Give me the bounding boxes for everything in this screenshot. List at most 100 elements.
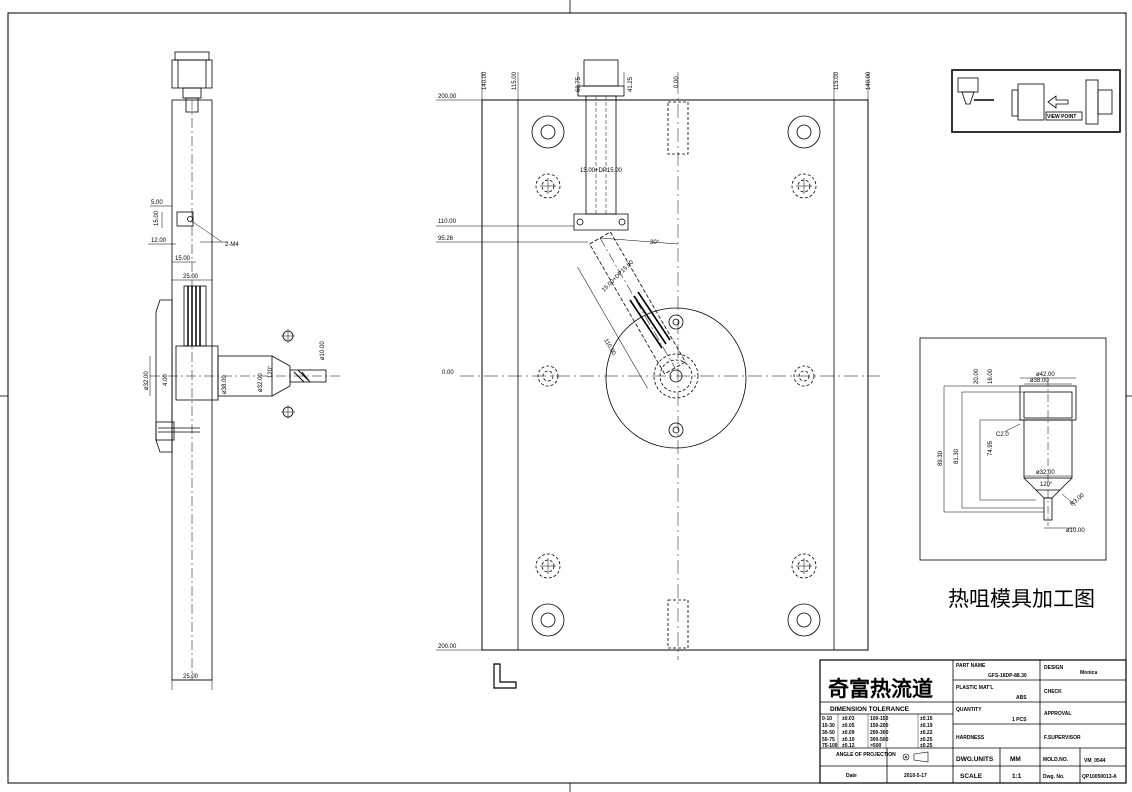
- mold-no-label: MOLD.NO.: [1043, 757, 1069, 763]
- dim-left-95: 95.26: [438, 236, 454, 242]
- date-label: Date: [846, 773, 857, 779]
- svg-text:10-30: 10-30: [822, 723, 835, 729]
- svg-text:100-150: 100-150: [870, 716, 889, 722]
- dimension-tolerance-label: DIMENSION TOLERANCE: [830, 706, 910, 713]
- svg-text:±0.25: ±0.25: [920, 743, 933, 749]
- dim-top-41: 41.25: [628, 76, 634, 92]
- scale-value: 1:1: [1012, 773, 1022, 780]
- svg-text:±0.22: ±0.22: [920, 730, 933, 736]
- detail-h81: 81.30: [954, 448, 960, 464]
- dwg-no-label: Dwg. No.: [1043, 774, 1065, 780]
- dim-angle-30: 30°: [650, 240, 660, 246]
- dim-side-120: 120°: [268, 365, 274, 378]
- detail-view: ø42.00 ø38.00 20.00 16.00 C2.0 74.95 81.…: [919, 337, 1107, 561]
- arrow-left-icon: [1047, 95, 1069, 109]
- dim-pocket-upper: 15.00+DP15.00: [580, 168, 623, 174]
- view-point-label: VIEW POINT: [1047, 114, 1076, 120]
- svg-text:300-500: 300-500: [870, 737, 889, 743]
- dim-side-32: ø32.00: [144, 371, 150, 390]
- heater-plate: [605, 307, 747, 449]
- dim-top-115-right: 115.00: [834, 71, 840, 90]
- dim-left-0: 0.00: [442, 370, 454, 376]
- check-label: CHECK: [1044, 689, 1062, 695]
- dim-top-115-left: 115.00: [512, 71, 518, 90]
- dim-side-25-bot: 25.00: [183, 674, 199, 680]
- svg-text:±0.19: ±0.19: [920, 723, 933, 729]
- svg-text:150-200: 150-200: [870, 723, 889, 729]
- svg-text:±0.10: ±0.10: [842, 737, 855, 743]
- title-block: [819, 659, 1127, 784]
- designer-value: Monica: [1080, 670, 1097, 676]
- dim-side-4: 4.00: [163, 374, 169, 386]
- chinese-title: 热咀模具加工图: [948, 587, 1095, 611]
- projection-symbol-icon: [902, 751, 929, 763]
- company-name: 奇富热流道: [828, 676, 933, 701]
- angle-projection-label: ANGLE OF PROJECTION: [836, 752, 896, 758]
- part-name-value: GFS-16DP-88.30: [988, 673, 1027, 679]
- plastic-value: ABS: [1016, 695, 1027, 701]
- dwg-units-value: MM: [1010, 756, 1021, 763]
- svg-text:>500: >500: [870, 743, 881, 749]
- hardness-label: HARDNESS: [956, 735, 985, 741]
- inner-plate: [517, 99, 835, 651]
- svg-text:±0.15: ±0.15: [920, 716, 933, 722]
- detail-c2: C2.0: [996, 432, 1009, 438]
- svg-text:±0.25: ±0.25: [920, 737, 933, 743]
- dim-top-68: 68.75: [576, 76, 582, 92]
- scale-label: SCALE: [960, 773, 983, 780]
- bolt-hole-bl: [531, 603, 565, 637]
- dim-len-110: 110.00: [602, 338, 616, 357]
- detail-120: 120°: [1040, 482, 1053, 488]
- bolt-hole-tr: [787, 115, 821, 149]
- dim-top-0: 0.00: [674, 76, 680, 88]
- dim-side-15a: 15.00: [154, 210, 160, 226]
- dim-pocket-angled: 15.00+DP15.00: [601, 259, 635, 293]
- dim-side-38: ø38.00: [222, 375, 228, 394]
- dwg-no-value: QP10050013-A: [1082, 774, 1117, 780]
- bolt-hole-br: [787, 603, 821, 637]
- svg-text:±0.09: ±0.09: [842, 730, 855, 736]
- front-view: 15.00+DP15.00 15.00+DP15.00 110.00 30°: [436, 59, 880, 689]
- l-symbol-icon: [493, 663, 517, 689]
- part-name-label: PART NAME: [956, 663, 986, 669]
- sheet-border: [7, 12, 1127, 784]
- detail-d38: ø38.00: [1030, 378, 1049, 384]
- svg-text:30-50: 30-50: [822, 730, 835, 736]
- dim-top-140-right: 140.00: [866, 71, 872, 90]
- svg-text:75-100: 75-100: [822, 743, 838, 749]
- dwg-units-label: DWG.UNITS: [956, 756, 994, 763]
- quantity-label: QUANTITY: [956, 707, 982, 713]
- svg-text:±0.12: ±0.12: [842, 743, 855, 749]
- dim-side-5: 5.00: [151, 200, 163, 206]
- detail-r3: R3.00: [1069, 492, 1086, 507]
- detail-d10: ø10.00: [1066, 528, 1085, 534]
- dim-left-200-bot: 200.00: [438, 644, 457, 650]
- mold-no-value: VM_0544: [1084, 758, 1106, 764]
- quantity-value: 1 PCS: [1012, 717, 1027, 723]
- date-value: 2010-5-17: [904, 773, 927, 779]
- dim-left-110: 110.00: [438, 219, 457, 225]
- view-point-box: VIEW POINT: [951, 69, 1121, 133]
- detail-h20: 20.00: [974, 368, 980, 384]
- svg-text:200-300: 200-300: [870, 730, 889, 736]
- detail-h89: 89.30: [938, 450, 944, 466]
- detail-d32: ø32.00: [1036, 470, 1055, 476]
- dim-side-12: 12.00: [151, 238, 167, 244]
- dim-top-140-left: 140.00: [482, 71, 488, 90]
- side-view: 5.00 15.00 12.00 15.00 2-M4 25.00 ø3: [144, 51, 340, 690]
- bolt-hole-tl: [531, 115, 565, 149]
- dim-side-15b: 15.00: [175, 256, 191, 262]
- design-label: DESIGN: [1044, 665, 1064, 671]
- tolerance-table: 0-10 ±0.03 100-150 ±0.15 10-30 ±0.05 150…: [822, 716, 933, 749]
- dim-side-25-top: 25.00: [183, 274, 199, 280]
- dim-side-m4: 2-M4: [225, 242, 239, 248]
- dim-left-200-top: 200.00: [438, 94, 457, 100]
- svg-text:50-75: 50-75: [822, 737, 835, 743]
- detail-h16: 16.00: [988, 368, 994, 384]
- detail-d42: ø42.00: [1036, 372, 1055, 378]
- approval-label: APPROVAL: [1044, 711, 1071, 717]
- svg-text:±0.05: ±0.05: [842, 723, 855, 729]
- svg-text:0-10: 0-10: [822, 716, 832, 722]
- fsupervisor-label: F.SUPERVISOR: [1044, 735, 1081, 741]
